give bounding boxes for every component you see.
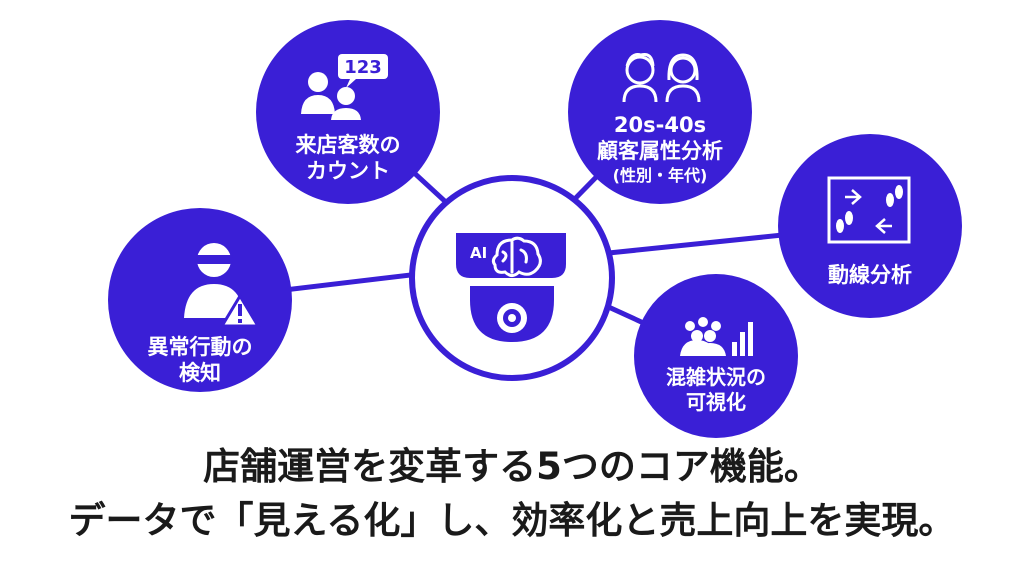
node-customer-demographics: 20s-40s 顧客属性分析 (性別・年代) bbox=[568, 20, 752, 204]
node-anomaly-detection: 異常行動の 検知 bbox=[108, 208, 292, 392]
anomaly-label-line1: 異常行動の bbox=[148, 335, 253, 359]
demographic-label-line3: (性別・年代) bbox=[613, 166, 708, 185]
node-congestion-visualization: 混雑状況の 可視化 bbox=[634, 274, 798, 438]
demographic-label-line2: 顧客属性分析 bbox=[597, 139, 723, 163]
node-flow-analysis: 動線分析 bbox=[778, 134, 962, 318]
thief-warning-icon bbox=[184, 243, 261, 328]
anomaly-label-line2: 検知 bbox=[179, 361, 221, 385]
ai-label: AI bbox=[470, 244, 487, 262]
man-woman-icon bbox=[622, 53, 701, 103]
footprints-map-icon bbox=[827, 176, 911, 244]
center-node: AI bbox=[409, 175, 615, 381]
node-visitor-count: 123 来店客数の カウント bbox=[256, 20, 440, 204]
demographic-label-line1: 20s-40s bbox=[614, 113, 706, 137]
congestion-label-line2: 可視化 bbox=[686, 390, 746, 414]
people-count-icon: 123 bbox=[301, 54, 388, 120]
count-label-line1: 来店客数の bbox=[296, 133, 401, 157]
congestion-label-line1: 混雑状況の bbox=[666, 365, 766, 389]
flow-label: 動線分析 bbox=[828, 263, 912, 287]
caption-line1: 店舗運営を変革する5つのコア機能。 bbox=[203, 445, 821, 488]
count-label-line2: カウント bbox=[306, 159, 390, 183]
count-badge bbox=[338, 54, 388, 79]
ai-brain-camera-icon: AI bbox=[456, 233, 566, 342]
crowd-chart-icon bbox=[680, 317, 753, 356]
count-badge-text: 123 bbox=[344, 57, 382, 78]
caption-line2: データで「見える化」し、効率化と売上向上を実現。 bbox=[68, 499, 956, 542]
